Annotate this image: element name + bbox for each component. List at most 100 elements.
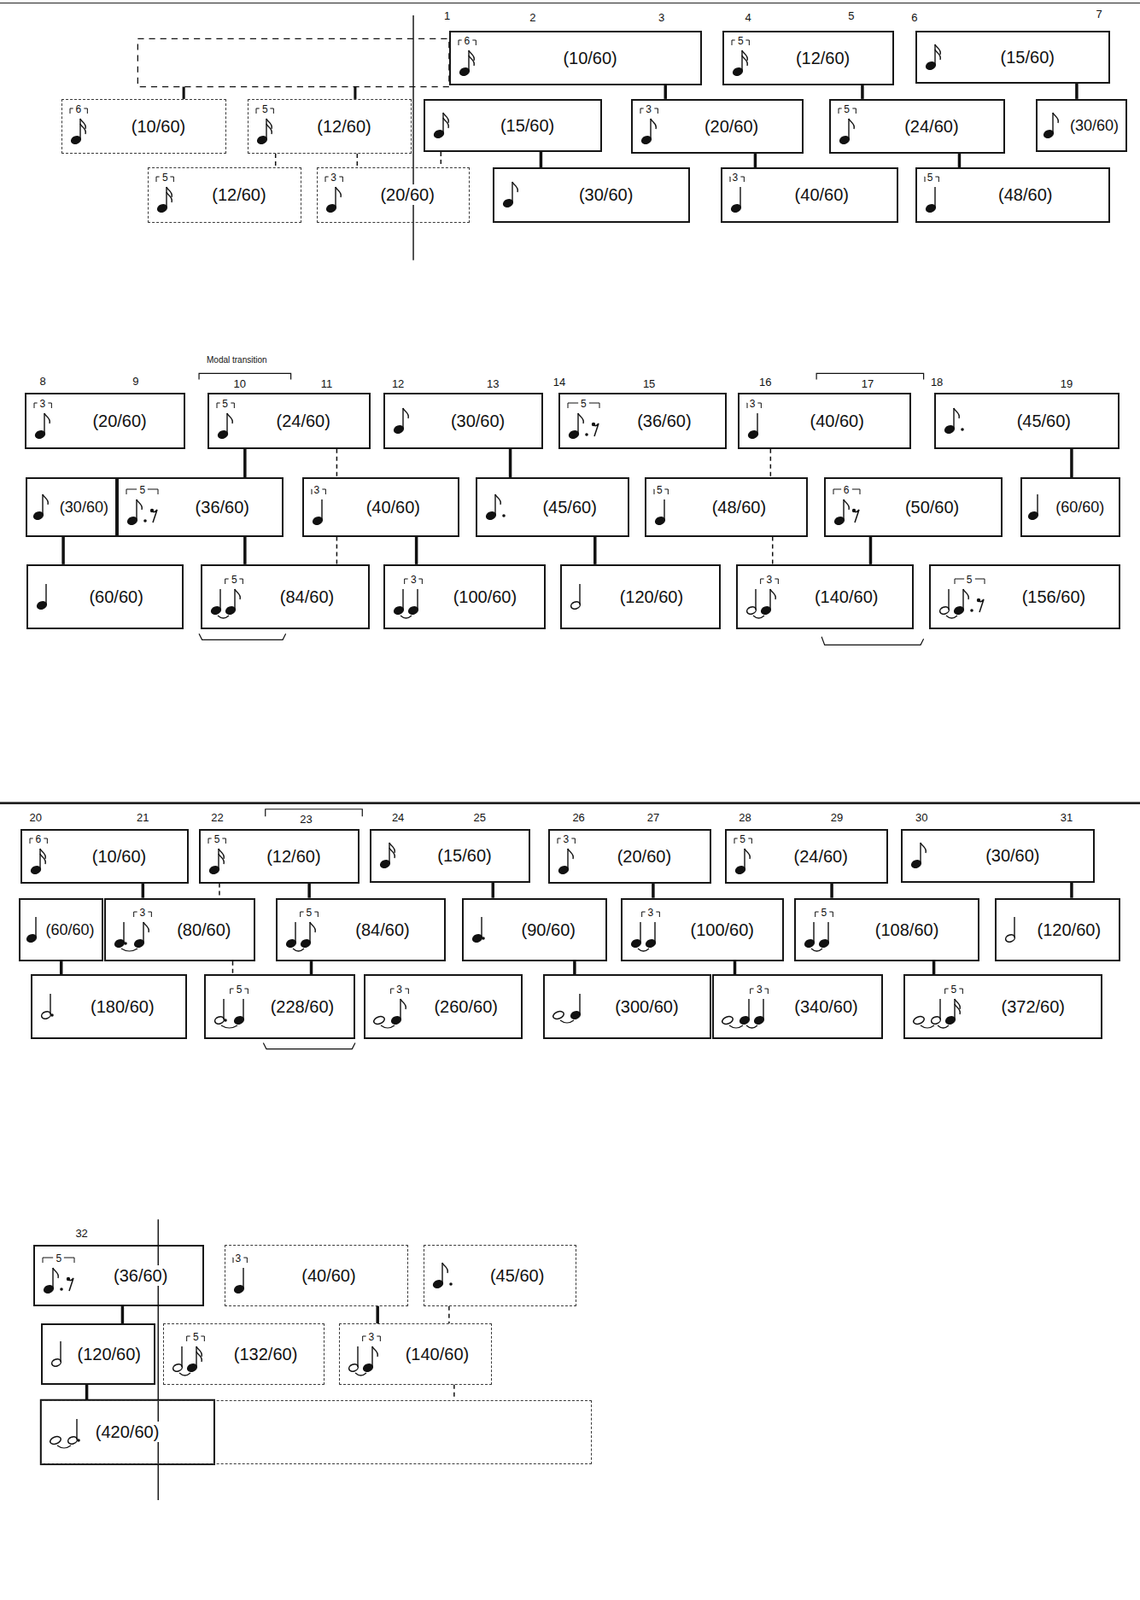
bracket-right	[774, 578, 778, 585]
label-holder: 9	[131, 375, 140, 388]
bracket-left	[156, 176, 160, 182]
tree-connector	[932, 961, 936, 976]
note-group	[1041, 108, 1063, 143]
note-flag	[400, 999, 406, 1010]
note-group: 3	[112, 907, 153, 953]
note-glyph	[744, 584, 780, 620]
note-stem	[442, 112, 444, 134]
measure-number: 5	[847, 10, 855, 23]
tuplet-number: 3	[765, 574, 773, 585]
bracket-right	[851, 489, 860, 495]
bracket-left	[42, 1257, 53, 1263]
tuplet-bracket	[1003, 912, 1005, 914]
tuplet-number: 3	[234, 1253, 243, 1264]
note-glyph	[310, 495, 325, 530]
note-stem	[649, 118, 651, 140]
note-flag	[770, 589, 776, 600]
note-glyph	[470, 912, 490, 948]
tie-arc	[946, 615, 958, 619]
measure-number: 30	[914, 812, 929, 825]
bracket-right	[746, 40, 750, 46]
note-flag	[495, 494, 501, 505]
tie-line	[182, 87, 186, 100]
note-stem	[294, 922, 296, 943]
tuplet-number: 5	[235, 984, 244, 995]
tuplet-number: 5	[655, 485, 664, 496]
note-flag	[1052, 112, 1059, 123]
duration-fraction: (120/60)	[617, 586, 687, 608]
note-glyph	[372, 994, 410, 1029]
bracket-left	[208, 838, 212, 844]
tuplet-number: 5	[55, 1253, 64, 1264]
bracket-right	[665, 489, 669, 495]
note-flag	[218, 853, 224, 865]
label-holder: 16	[758, 376, 772, 389]
bracket-right	[230, 403, 234, 409]
note-stem	[847, 118, 849, 140]
tie-arc	[637, 948, 649, 952]
duration-fraction: (100/60)	[688, 919, 758, 941]
dashed-rhythm-box: 3(20/60)	[316, 167, 470, 223]
note-dot	[482, 936, 486, 941]
rhythm-box: 5(24/60)	[724, 829, 889, 884]
tuplet-number: 3	[367, 1332, 375, 1343]
tuplet-number: 5	[221, 398, 229, 410]
note-flag	[196, 1351, 202, 1363]
duration-fraction: (60/60)	[44, 920, 95, 940]
tree-connector	[356, 153, 359, 168]
tuplet-number: 5	[965, 574, 974, 585]
note-stem	[743, 848, 745, 870]
bracket-left	[325, 176, 329, 182]
rhythm-box: (15/60)	[369, 829, 532, 883]
tree-connector	[958, 153, 962, 168]
note-flag	[136, 499, 142, 510]
bracket-left	[923, 176, 925, 182]
bracket-left	[404, 578, 409, 585]
note-stem	[195, 1346, 197, 1368]
duration-fraction: (12/60)	[263, 846, 323, 867]
note-glyph	[567, 409, 603, 444]
note-group: 5	[255, 104, 276, 149]
measure-number: 15	[642, 378, 656, 391]
tuplet-number: 5	[926, 172, 935, 183]
note-glyph	[112, 917, 153, 953]
tuplet-bracket	[942, 403, 944, 405]
note-group: 5	[41, 1253, 77, 1298]
measure-number: 25	[473, 812, 487, 825]
rest-stroke	[853, 509, 860, 523]
tree-connector	[651, 883, 655, 899]
note-group: 3	[556, 834, 578, 879]
measure-number: 22	[210, 812, 224, 825]
note-stem	[356, 1346, 358, 1368]
note-flag	[442, 1262, 448, 1274]
note-glyph	[391, 584, 421, 620]
bracket-left	[230, 988, 234, 994]
rhythm-box: 3(20/60)	[548, 829, 712, 884]
tuplet-bracket	[551, 989, 553, 991]
duration-fraction: (140/60)	[403, 1344, 473, 1365]
bracket	[263, 1042, 356, 1049]
tuplet-number: 5	[842, 104, 851, 115]
note-glyph	[232, 1263, 246, 1298]
note-group	[378, 838, 399, 873]
label-holder: 19	[1059, 378, 1074, 391]
bracket-right	[64, 1257, 75, 1263]
note-flag	[309, 922, 316, 933]
note-group: 5	[837, 104, 859, 149]
note-flag	[650, 118, 656, 129]
note-group: 3	[310, 485, 328, 530]
rhythm-box: (30/60)	[492, 167, 690, 223]
note-flag	[744, 848, 750, 860]
tree-connector	[85, 1385, 89, 1401]
note-flag	[848, 118, 854, 129]
duration-fraction: (30/60)	[576, 184, 636, 205]
duration-fraction: (12/60)	[793, 47, 853, 69]
tuplet-number: 3	[644, 104, 653, 115]
label-holder: 30	[914, 812, 929, 825]
label-holder: 4	[743, 11, 752, 24]
bracket-right	[47, 403, 52, 409]
note-stem	[35, 917, 36, 938]
rhythm-box: (30/60)	[383, 392, 543, 450]
tree-connector	[1069, 449, 1074, 479]
dashed-rhythm-box: 3 (140/60)	[339, 1323, 492, 1386]
